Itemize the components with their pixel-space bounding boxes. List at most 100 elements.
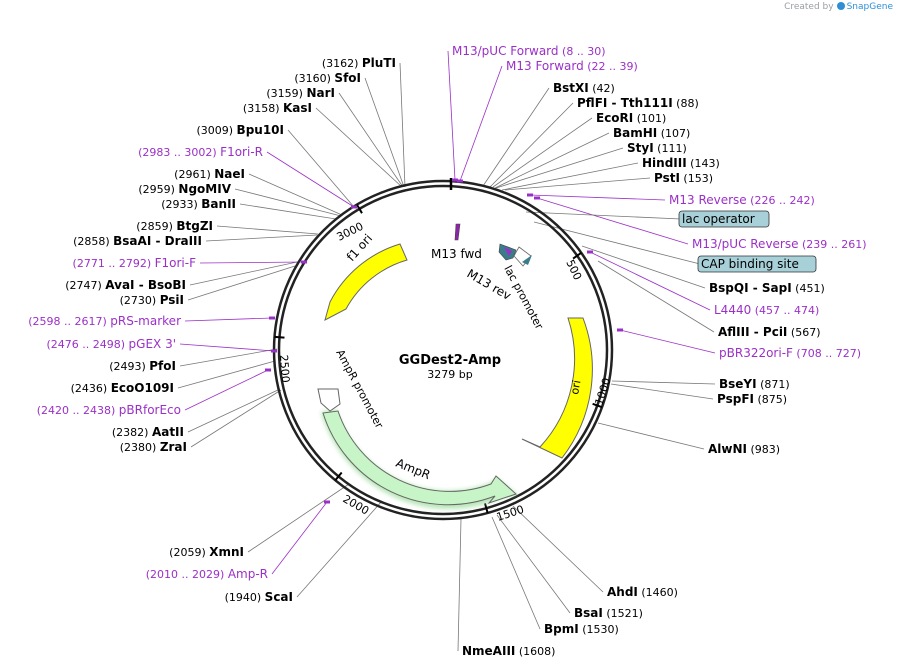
site-alwni: AlwNI (983): [708, 442, 780, 456]
leader-line: [597, 260, 715, 333]
backbone-inner: [277, 184, 609, 516]
site-nmeaiii: NmeAIII (1608): [462, 644, 555, 658]
leader-lines: [177, 50, 716, 652]
ampr-arrow: [322, 410, 517, 506]
leader-line: [399, 62, 406, 188]
box-cap-binding-site: [697, 255, 817, 273]
snapgene-logo-icon: [836, 2, 845, 10]
tick-1000: [592, 402, 603, 409]
tick-2000: [334, 471, 343, 481]
leader-line: [338, 92, 404, 188]
primer-mark: [301, 260, 307, 264]
leader-line: [190, 389, 282, 448]
site-psti: PstI (153): [654, 171, 713, 185]
leader-line: [239, 203, 337, 220]
leader-line: [205, 234, 318, 242]
leader-line: [597, 422, 705, 450]
site-naei: (2961) NaeI: [174, 167, 245, 181]
site-sfoi: (3160) SfoI: [294, 71, 361, 85]
leader-line: [504, 177, 651, 191]
primer-mark: [265, 368, 271, 372]
site-pfoi: (2493) PfoI: [109, 359, 176, 373]
leader-line: [271, 501, 328, 575]
leader-line: [177, 360, 276, 389]
primer-amp-r: (2010 .. 2029) Amp-R: [146, 567, 268, 581]
leader-line: [494, 132, 610, 189]
leader-line: [581, 245, 706, 289]
site-nari: (3159) NarI: [266, 86, 335, 100]
tick-500: [572, 251, 582, 260]
leader-line: [234, 188, 342, 217]
primer-mark: [324, 500, 330, 504]
site-banii: (2933) BanII: [161, 197, 236, 211]
site-ecoo109i: (2436) EcoO109I: [71, 381, 174, 395]
tick-1500: [484, 503, 489, 514]
leader-line: [184, 369, 269, 411]
site-ecori: EcoRI (101): [596, 111, 666, 125]
site-bamhi: BamHI (107): [613, 126, 690, 140]
credit-brand: SnapGene: [846, 2, 893, 12]
backbone-outer: [272, 179, 614, 521]
cap-site-block: [522, 255, 532, 265]
primer-mark: [269, 316, 275, 320]
primer-f1ori-f: (2771 .. 2792) F1ori-F: [73, 256, 197, 270]
leader-line: [189, 261, 298, 286]
leader-line: [187, 265, 296, 301]
site-bpmi: BpmI (1530): [544, 622, 619, 636]
box-lac-operator: [678, 210, 770, 228]
primer-mark: [452, 178, 458, 182]
leader-line: [248, 173, 343, 216]
primer-mark: [587, 250, 593, 254]
plasmid-name: GGDest2-Amp: [399, 353, 501, 368]
leader-line: [492, 117, 593, 188]
credit-prefix: Created by: [784, 2, 834, 12]
leader-line: [247, 483, 350, 553]
box-label-cap-binding-site: CAP binding site: [701, 257, 799, 271]
site-bsaai-draiii: (2858) BsaAI - DraIII: [73, 234, 202, 248]
ori-arrow: [521, 317, 593, 459]
site-btgzi: (2859) BtgZI: [136, 219, 213, 233]
leader-line: [589, 251, 711, 311]
leader-line: [459, 65, 503, 182]
primer-pbr322ori-f: pBR322ori-F (708 .. 727): [719, 346, 861, 360]
leader-line: [495, 147, 624, 189]
leader-line: [482, 87, 550, 187]
site-styi: StyI (111): [627, 141, 687, 155]
site-bseyi: BseYI (871): [719, 377, 790, 391]
site-hindiii: HindIII (143): [642, 156, 720, 170]
primer-l4440: L4440 (457 .. 474): [714, 303, 819, 317]
primer-m13-reverse: M13 Reverse (226 .. 242): [669, 193, 815, 207]
primer-prs-marker: (2598 .. 2617) pRS-marker: [28, 314, 181, 328]
m13-fwd-arrow: [454, 223, 461, 241]
leader-line: [611, 380, 716, 385]
feature-ampr: AmpR: [394, 456, 432, 482]
site-pflfi-tth111i: PflFI - Tth111I (88): [577, 96, 699, 110]
primer-m13-forward: M13 Forward (22 .. 39): [506, 59, 638, 73]
leader-line: [525, 211, 682, 220]
primer-pbrforeco: (2420 .. 2438) pBRforEco: [37, 403, 181, 417]
leader-line: [187, 388, 281, 433]
leader-line: [501, 162, 639, 191]
primer-mark: [271, 349, 277, 353]
leader-line: [512, 505, 604, 593]
feature-m13-fwd: M13 fwd: [431, 247, 482, 261]
site-afliii-pcii: AflIII - PciI (567): [718, 325, 820, 339]
site-ahdi: AhdI (1460): [607, 585, 678, 599]
site-aatii: (2382) AatII: [112, 425, 184, 439]
plasmid-size: 3279 bp: [427, 368, 472, 381]
leader-line: [489, 102, 574, 188]
site-bsai: BsaI (1521): [574, 606, 643, 620]
leader-line: [216, 225, 319, 235]
site-pspfi: PspFI (875): [717, 392, 787, 406]
primer-mark: [457, 179, 463, 183]
f1-ori-arrow: [324, 243, 408, 321]
site-kasi: (3158) KasI: [243, 101, 312, 115]
site-psii: (2730) PsiI: [120, 293, 184, 307]
tick-2500: [274, 335, 285, 339]
primer-f1ori-r: (2983 .. 3002) F1ori-R: [138, 145, 263, 159]
site-scai: (1940) ScaI: [225, 590, 293, 604]
leader-line: [619, 329, 716, 354]
leader-line: [610, 383, 714, 400]
leader-line: [364, 77, 405, 188]
